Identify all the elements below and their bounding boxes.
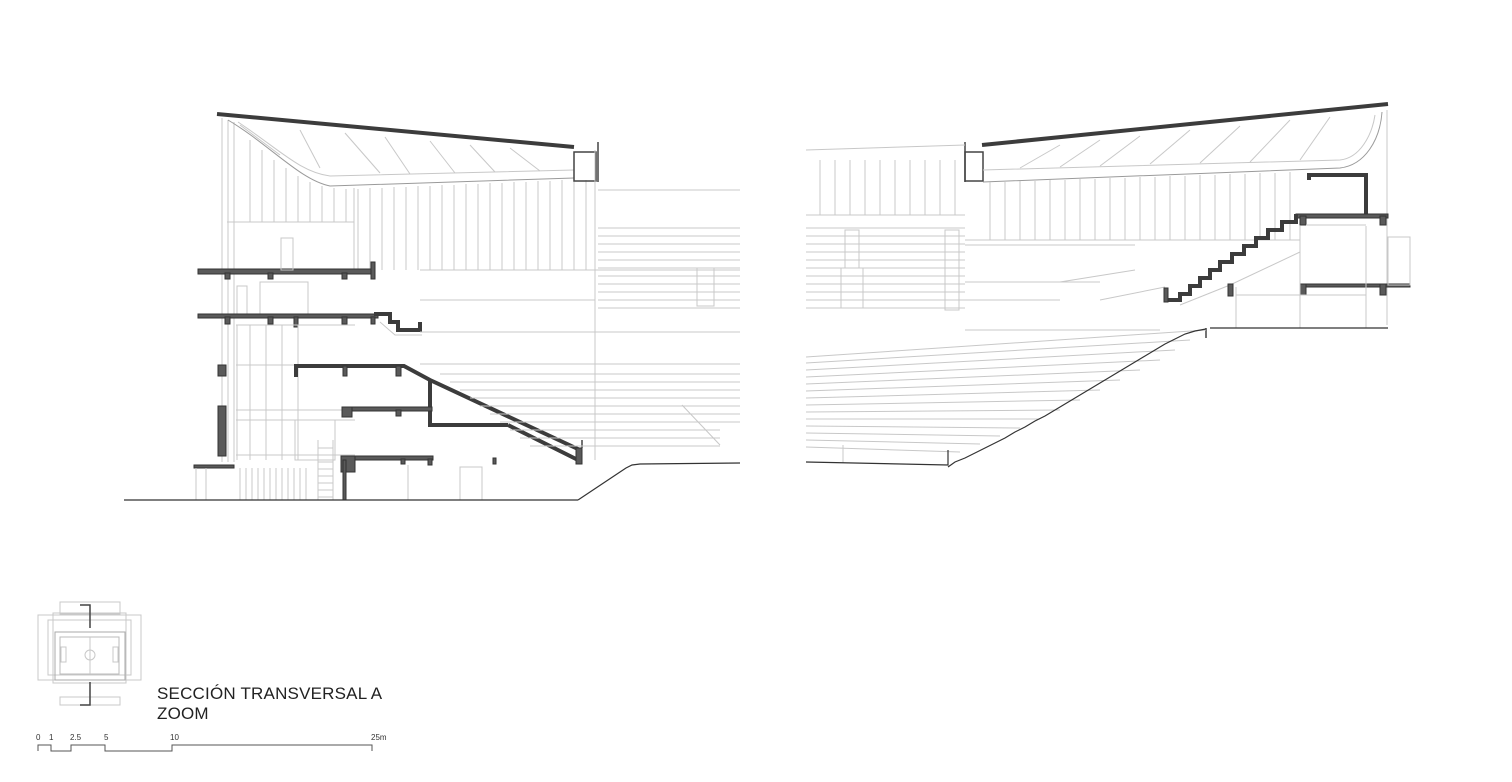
level-2-slab	[294, 364, 583, 465]
scale-tick-5: 5	[104, 733, 109, 742]
section-cut-marker-icon	[80, 604, 91, 706]
scale-tick-1: 1	[49, 733, 54, 742]
right-stand-section	[805, 102, 1411, 468]
scale-bar	[37, 744, 373, 752]
scale-tick-25: 25m	[371, 733, 387, 742]
left-stand-section	[124, 112, 741, 501]
scale-tick-10: 10	[170, 733, 179, 742]
level-1-slab	[340, 455, 497, 501]
level-3-slab	[197, 312, 422, 332]
drawing-title: SECCIÓN TRANSVERSAL A ZOOM	[157, 684, 382, 724]
key-plan	[37, 601, 142, 706]
title-line-1: SECCIÓN TRANSVERSAL A	[157, 684, 383, 703]
title-line-2: ZOOM	[157, 704, 209, 723]
level-4-slab	[197, 261, 376, 280]
scale-tick-0: 0	[36, 733, 41, 742]
scale-tick-2-5: 2.5	[70, 733, 82, 742]
